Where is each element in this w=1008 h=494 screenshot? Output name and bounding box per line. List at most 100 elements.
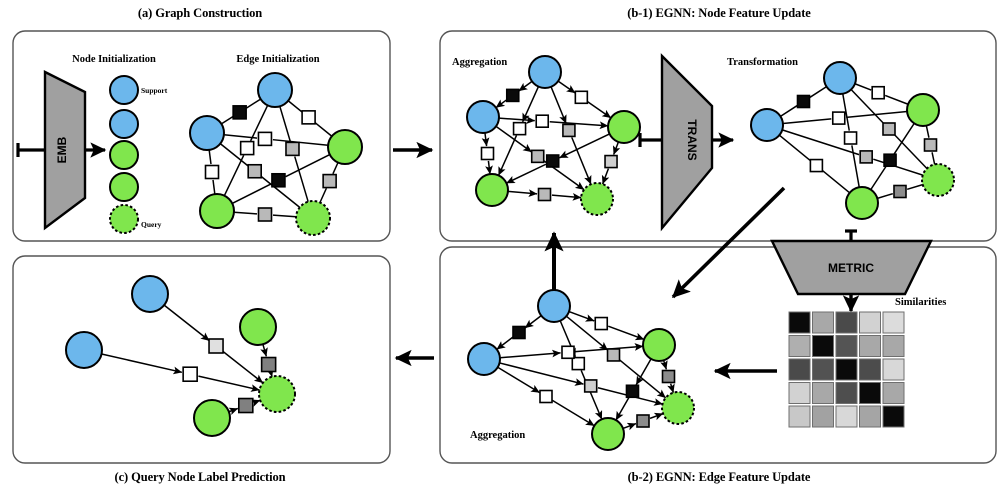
graph-edge-line	[272, 214, 297, 218]
panel-c-frame	[12, 255, 391, 464]
similarities-label: Similarities	[895, 297, 946, 308]
edge-feature-square	[636, 414, 650, 428]
edge-feature-square	[859, 150, 873, 164]
similarity-cell	[859, 358, 881, 381]
support-node	[109, 140, 139, 170]
graph-edge-line	[485, 160, 493, 175]
b1-aggregation-graph	[466, 55, 641, 216]
edge-feature-square	[923, 138, 938, 152]
query-prediction-graph	[65, 275, 296, 437]
graph-edge-line	[550, 86, 567, 124]
graph-edge-line	[842, 93, 850, 131]
edge-feature-square	[238, 397, 254, 414]
graph-edge-line	[294, 156, 309, 202]
edge-feature-square	[574, 90, 589, 105]
graph-edge-line	[893, 133, 928, 169]
support-node	[193, 399, 231, 437]
similarity-cell	[882, 358, 905, 381]
query-label: Query	[141, 220, 162, 229]
graph-edge-line	[821, 169, 851, 194]
graph-edge-line	[319, 188, 328, 203]
edge-feature-square	[260, 356, 277, 373]
edge-feature-square	[530, 149, 545, 164]
graph-edge-line	[212, 179, 216, 195]
trans-block: TRANS	[660, 53, 714, 232]
edge-feature-square	[232, 105, 247, 120]
b2-aggregation-graph	[467, 289, 695, 451]
graph-edge-line	[518, 80, 533, 92]
caption-panel-b2: (b-2) EGNN: Edge Feature Update	[627, 470, 811, 484]
arrow-b1-to-b2-diagonal	[671, 186, 786, 299]
graph-edge-line	[496, 336, 514, 350]
emb-block: EMB	[43, 70, 87, 231]
query-node	[295, 200, 331, 236]
graph-edge-line	[870, 166, 887, 191]
graph-edge-line	[931, 152, 936, 165]
graph-edge-line	[101, 353, 183, 375]
similarity-cell	[812, 358, 834, 381]
support-node	[475, 173, 509, 207]
similarity-cell	[788, 358, 811, 381]
edge-feature-square	[271, 172, 286, 188]
edge-feature-square	[257, 207, 273, 222]
support-node	[823, 61, 857, 95]
edge-feature-square	[539, 389, 553, 404]
support-node	[327, 129, 363, 165]
graph-edge-line	[499, 349, 561, 359]
node-initialization-label: Node Initialization	[72, 54, 156, 65]
edge-feature-square	[204, 164, 220, 180]
graph-edge-line	[220, 116, 234, 125]
edge-initialization-label: Edge Initialization	[236, 54, 319, 65]
graph-edge-line	[163, 304, 210, 342]
similarity-cell	[882, 405, 905, 428]
similarity-cell	[859, 405, 881, 428]
caption-panel-c: (c) Query Node Label Prediction	[114, 470, 286, 484]
edge-feature-square	[239, 140, 255, 156]
graph-edge-line	[249, 105, 269, 142]
trans-block-label: TRANS	[685, 119, 699, 160]
graph-edge-line	[615, 397, 630, 421]
edge-feature-square	[512, 325, 526, 340]
caption-panel-b1: (b-1) EGNN: Node Feature Update	[627, 6, 811, 20]
graph-edge-line	[549, 120, 609, 130]
edge-feature-square	[809, 158, 824, 173]
edge-feature-square	[545, 154, 560, 168]
graph-edge-line	[260, 344, 268, 357]
graph-edge-line	[782, 129, 860, 156]
graph-edge-line	[521, 86, 540, 123]
graph-edge-line	[552, 399, 595, 427]
support-node	[109, 109, 139, 139]
support-label: Support	[141, 86, 168, 95]
graph-edge-line	[524, 315, 542, 329]
graph-edge-line	[287, 100, 303, 113]
graph-edge-line	[499, 362, 584, 386]
edge-initialization-graph	[189, 72, 363, 236]
edge-feature-square	[871, 85, 885, 100]
graph-edge-line	[778, 134, 812, 162]
graph-edge-line	[809, 86, 827, 99]
edge-feature-square	[562, 123, 576, 138]
similarity-cell	[835, 335, 858, 357]
edge-feature-square	[322, 173, 337, 189]
graph-edge-line	[608, 325, 645, 341]
graph-edge-line	[854, 83, 872, 91]
similarity-cell	[788, 405, 811, 428]
graph-edge-line	[497, 135, 518, 176]
similarity-cell	[835, 311, 858, 334]
support-node	[642, 328, 676, 362]
graph-edge-line	[893, 122, 915, 155]
graph-edge-line	[222, 350, 264, 384]
graph-edge-line	[660, 360, 668, 370]
edge-feature-square	[182, 366, 198, 383]
support-node	[537, 289, 571, 323]
edge-feature-square	[505, 88, 520, 103]
support-node	[109, 75, 139, 105]
similarity-cell	[882, 311, 905, 334]
aggregation-label-b2: Aggregation	[470, 430, 525, 441]
graph-edge-line	[198, 375, 260, 392]
graph-edge-line	[250, 399, 261, 407]
b1-transformation-graph	[750, 61, 955, 220]
similarity-cell	[788, 335, 811, 357]
graph-edge-line	[507, 189, 538, 198]
